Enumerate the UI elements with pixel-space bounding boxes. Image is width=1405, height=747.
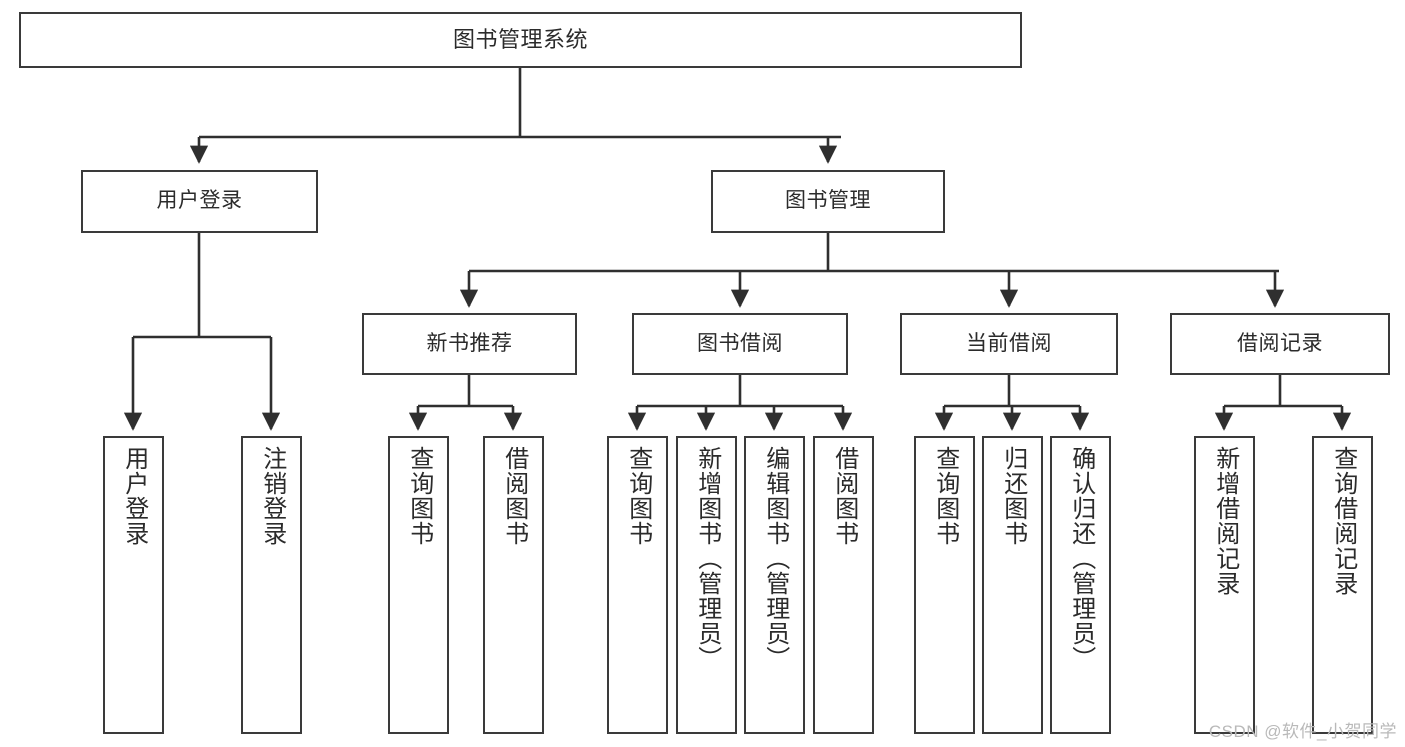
node-borrow-record[interactable]: 借阅记录 bbox=[1170, 313, 1390, 375]
node-label: 用户登录 bbox=[120, 446, 148, 546]
node-leaf-add-record[interactable]: 新增借阅记录 bbox=[1194, 436, 1255, 734]
node-label: 新书推荐 bbox=[426, 331, 513, 355]
node-leaf-query-book-3[interactable]: 查询图书 bbox=[914, 436, 975, 734]
node-leaf-confirm-return[interactable]: 确认归还（管理员） bbox=[1050, 436, 1111, 734]
node-book-manage[interactable]: 图书管理 bbox=[711, 170, 945, 233]
node-current-borrow[interactable]: 当前借阅 bbox=[900, 313, 1118, 375]
node-label: 确认归还（管理员） bbox=[1067, 446, 1095, 671]
node-leaf-logout[interactable]: 注销登录 bbox=[241, 436, 302, 734]
node-leaf-edit-book[interactable]: 编辑图书（管理员） bbox=[744, 436, 805, 734]
node-label: 查询借阅记录 bbox=[1329, 446, 1357, 596]
node-leaf-borrow-book-2[interactable]: 借阅图书 bbox=[813, 436, 874, 734]
node-leaf-add-book[interactable]: 新增图书（管理员） bbox=[676, 436, 737, 734]
node-book-borrow[interactable]: 图书借阅 bbox=[632, 313, 848, 375]
node-root-system[interactable]: 图书管理系统 bbox=[19, 12, 1022, 68]
node-label: 归还图书 bbox=[999, 446, 1027, 546]
node-leaf-query-book-2[interactable]: 查询图书 bbox=[607, 436, 668, 734]
node-label: 借阅图书 bbox=[830, 446, 858, 546]
node-user-login[interactable]: 用户登录 bbox=[81, 170, 318, 233]
node-label: 查询图书 bbox=[624, 446, 652, 546]
node-leaf-borrow-book-1[interactable]: 借阅图书 bbox=[483, 436, 544, 734]
node-label: 当前借阅 bbox=[966, 331, 1052, 355]
node-label: 用户登录 bbox=[156, 189, 243, 213]
node-new-book-recommend[interactable]: 新书推荐 bbox=[362, 313, 577, 375]
node-label: 借阅记录 bbox=[1237, 331, 1323, 355]
node-label: 查询图书 bbox=[931, 446, 959, 546]
node-leaf-query-book-1[interactable]: 查询图书 bbox=[388, 436, 449, 734]
watermark: CSDN @软件_小贺同学 bbox=[1208, 722, 1397, 741]
node-label: 图书管理 bbox=[785, 189, 871, 213]
node-label: 编辑图书（管理员） bbox=[761, 446, 789, 671]
node-label: 借阅图书 bbox=[500, 446, 528, 546]
node-label: 图书借阅 bbox=[697, 331, 783, 355]
node-label: 查询图书 bbox=[405, 446, 433, 546]
node-leaf-query-record[interactable]: 查询借阅记录 bbox=[1312, 436, 1373, 734]
node-leaf-return-book[interactable]: 归还图书 bbox=[982, 436, 1043, 734]
node-label: 注销登录 bbox=[258, 446, 286, 546]
node-leaf-user-login[interactable]: 用户登录 bbox=[103, 436, 164, 734]
node-label: 新增借阅记录 bbox=[1211, 446, 1239, 596]
node-label: 图书管理系统 bbox=[452, 27, 588, 53]
node-label: 新增图书（管理员） bbox=[693, 446, 721, 671]
